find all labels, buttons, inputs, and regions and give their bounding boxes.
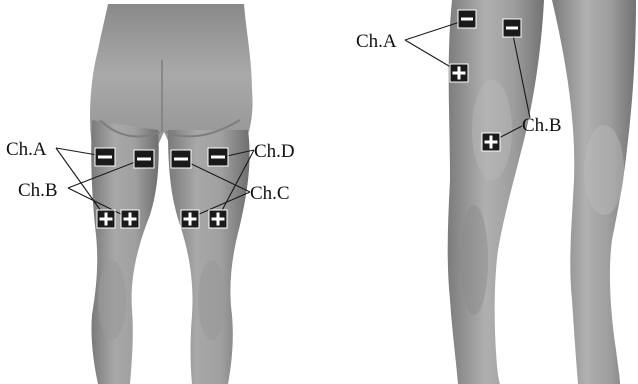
electrode-ch-b-negative [134, 150, 154, 168]
side-view-hamstring-shading [472, 80, 512, 180]
electrode-side-ch-b-positive [482, 133, 500, 151]
electrode-side-ch-b-negative [503, 19, 521, 37]
back-view-left-calf [98, 260, 126, 340]
back-label-ch-d: Ch.D [254, 141, 295, 162]
electrode-side-ch-a-positive [450, 64, 468, 82]
side-view-calf-right [584, 125, 624, 215]
back-label-ch-b: Ch.B [18, 180, 58, 201]
electrode-ch-a-negative [95, 148, 115, 166]
side-label-ch-a: Ch.A [356, 31, 397, 52]
electrode-ch-d-negative [208, 148, 228, 166]
electrode-ch-b-positive [121, 210, 139, 228]
back-label-ch-a: Ch.A [6, 139, 47, 160]
electrode-ch-d-positive [209, 210, 227, 228]
back-label-ch-c: Ch.C [250, 183, 290, 204]
back-view-figure [90, 4, 253, 384]
side-view-left-leg [448, 0, 544, 384]
electrode-side-ch-a-negative [458, 10, 476, 28]
electrode-ch-c-positive [181, 210, 199, 228]
side-view-figure [448, 0, 636, 384]
side-view-calf-left [460, 205, 488, 315]
side-label-ch-b: Ch.B [522, 115, 562, 136]
electrode-ch-a-positive [97, 210, 115, 228]
electrode-ch-c-negative [171, 150, 191, 168]
back-view-right-calf [198, 260, 226, 340]
